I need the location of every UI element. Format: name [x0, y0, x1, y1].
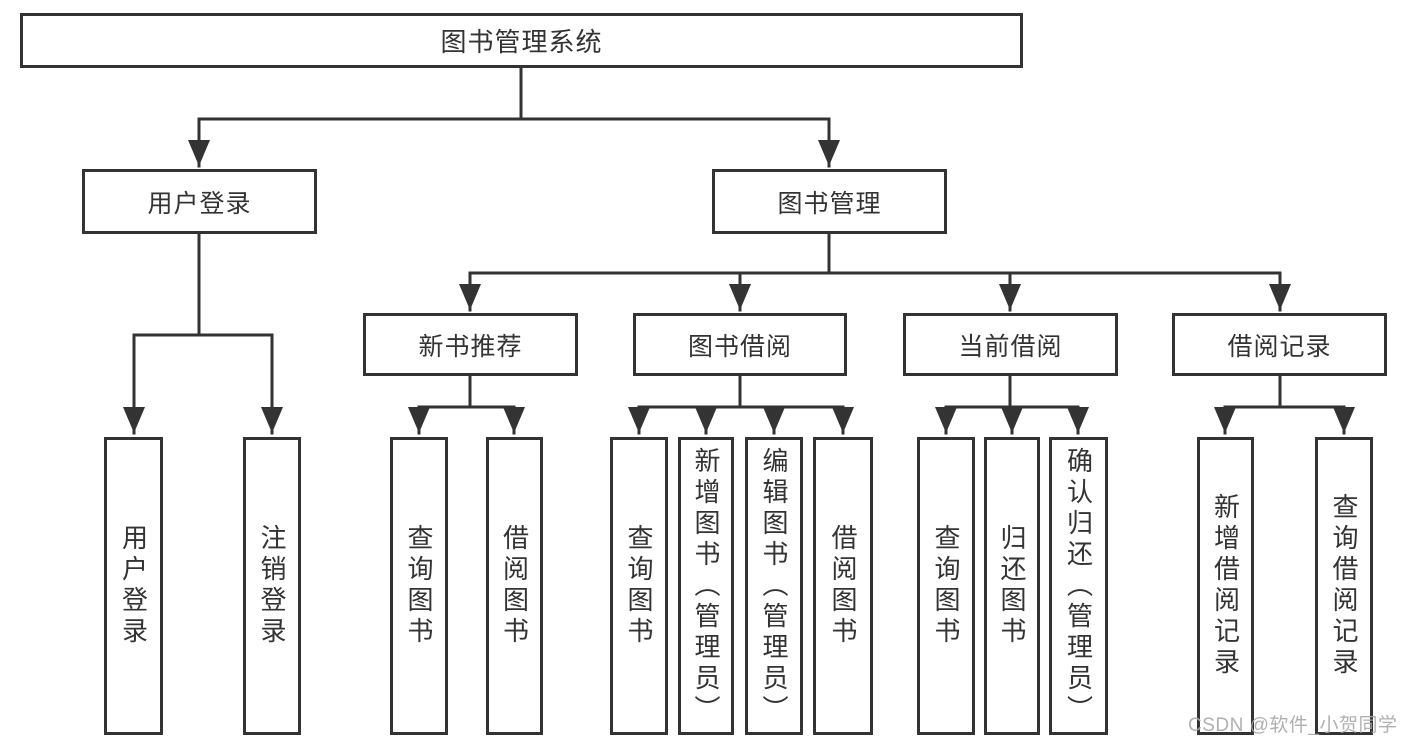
node-leaf-borrow-books-2: 借阅图书 [813, 437, 873, 735]
node-book-management-module: 图书管理 [712, 169, 947, 234]
node-label: 注销登录 [257, 524, 287, 648]
connector-new-book-trunk [417, 374, 516, 409]
node-label: 查询图书 [931, 524, 961, 648]
node-label: 归还图书 [997, 524, 1027, 648]
node-label: 用户登录 [118, 524, 149, 648]
node-label: 图书管理 [777, 189, 882, 218]
node-leaf-logout: 注销登录 [243, 437, 301, 735]
node-borrowing-records: 借阅记录 [1172, 313, 1387, 376]
node-current-borrowing: 当前借阅 [903, 313, 1118, 376]
connector-current-borrow-trunk [944, 374, 1080, 409]
node-leaf-borrow-books-1: 借阅图书 [486, 437, 543, 735]
connector-book-management-trunk [468, 232, 1282, 275]
node-leaf-query-books-2: 查询图书 [610, 437, 668, 735]
node-label: 新书推荐 [418, 332, 523, 361]
node-library-management-system: 图书管理系统 [20, 13, 1023, 68]
connector-borrow-records-trunk [1223, 374, 1346, 409]
node-leaf-query-books-3: 查询图书 [917, 437, 975, 735]
node-label: 当前借阅 [958, 332, 1063, 361]
node-leaf-add-books-admin: 新增图书（管理员） [678, 437, 734, 735]
node-leaf-add-borrow-record: 新增借阅记录 [1197, 437, 1254, 735]
node-leaf-edit-books-admin: 编辑图书（管理员） [745, 437, 803, 735]
node-label: 用户登录 [147, 189, 252, 218]
connector-user-login-trunk [132, 232, 274, 337]
node-leaf-query-borrow-record: 查询借阅记录 [1315, 437, 1373, 735]
node-label: 图书借阅 [687, 332, 792, 361]
csdn-watermark: CSDN @软件_小贺同学 [1188, 715, 1398, 736]
node-label: 图书管理系统 [440, 27, 603, 57]
node-user-login-module: 用户登录 [82, 169, 317, 234]
node-label: 查询借阅记录 [1329, 493, 1359, 679]
node-label: 查询图书 [624, 524, 654, 648]
node-label: 新增借阅记录 [1210, 493, 1241, 679]
node-new-book-recommend: 新书推荐 [363, 313, 578, 376]
node-label: 查询图书 [404, 524, 434, 648]
node-label: 借阅记录 [1227, 332, 1332, 361]
node-label: 新增图书（管理员） [691, 446, 721, 726]
node-label: 编辑图书（管理员） [759, 446, 789, 726]
node-label: 借阅图书 [828, 524, 858, 648]
node-leaf-user-login: 用户登录 [104, 437, 163, 735]
node-leaf-return-books: 归还图书 [984, 437, 1040, 735]
connector-root-trunk [197, 66, 831, 121]
node-label: 确认归还（管理员） [1063, 446, 1094, 726]
connector-book-borrow-trunk [637, 374, 845, 409]
node-book-borrowing: 图书借阅 [633, 313, 847, 376]
node-leaf-query-books-1: 查询图书 [390, 437, 448, 735]
node-leaf-confirm-return-admin: 确认归还（管理员） [1049, 437, 1108, 735]
node-label: 借阅图书 [499, 524, 530, 648]
